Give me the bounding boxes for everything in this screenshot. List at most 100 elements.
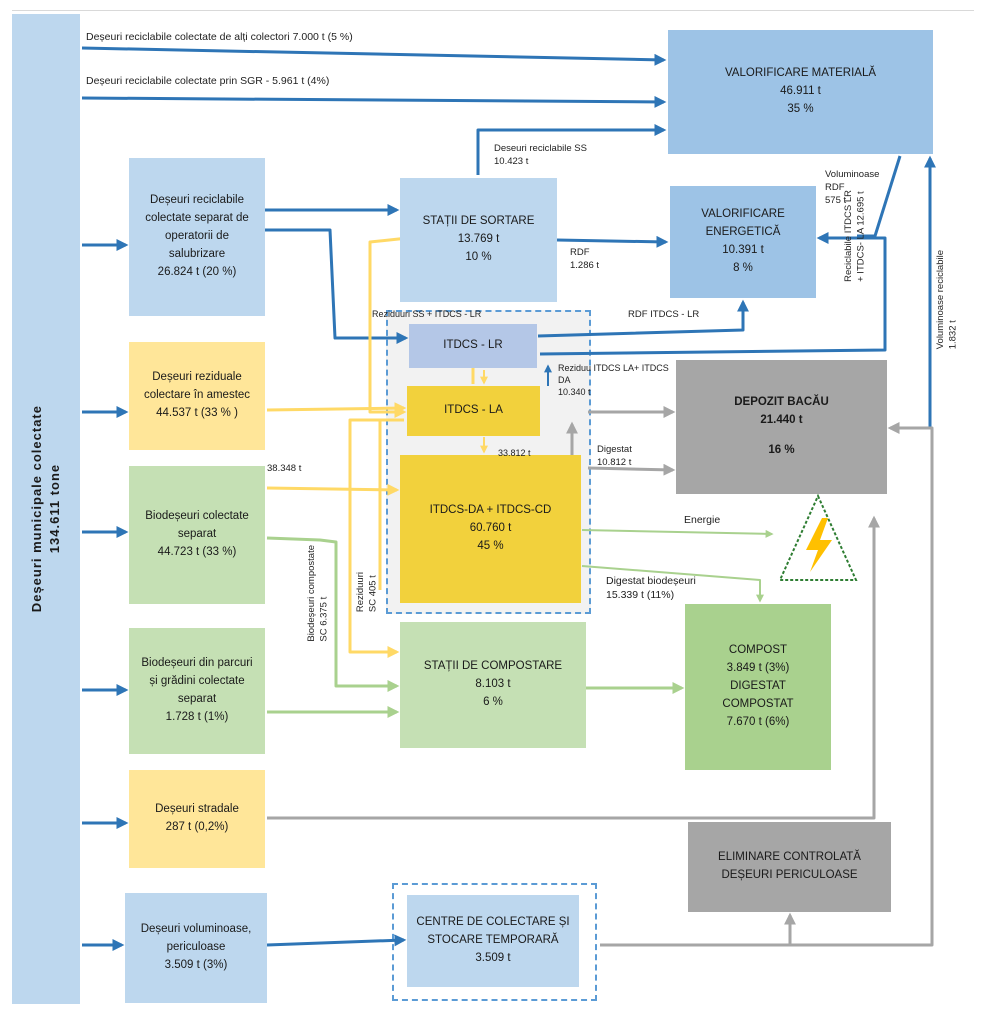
- box-line: colectate separat de: [145, 212, 249, 225]
- label-line: 10.340 t: [558, 387, 591, 398]
- box-park-biowaste: Biodeșeuri din parcuri și grădini colect…: [129, 628, 265, 754]
- box-line: colectare în amestec: [143, 389, 251, 402]
- box-sorting-stations: STAȚII DE SORTARE 13.769 t 10 %: [400, 178, 557, 302]
- box-itdcs-la: ITDCS - LA: [407, 386, 540, 436]
- label-line: SC 405 t: [367, 575, 379, 613]
- box-line: separat: [177, 528, 217, 541]
- box-line: 16 %: [768, 443, 795, 456]
- box-hazardous-disposal: ELIMINARE CONTROLATĂ DEȘEURI PERICULOASE: [688, 822, 891, 912]
- flow-arrow-13: [556, 235, 669, 248]
- box-line: VALORIFICARE: [701, 208, 785, 221]
- label-residues-ss: Reziduuri SS + ITDCS - LR: [372, 309, 482, 319]
- flow-arrow-17: [857, 155, 902, 238]
- box-line: COMPOSTAT: [722, 697, 794, 710]
- label-flow-38: 38.348 t: [267, 463, 302, 474]
- box-line: 21.440 t: [760, 414, 803, 427]
- box-line: Deșeuri reziduale: [152, 371, 242, 384]
- box-line: 60.760 t: [469, 522, 512, 535]
- label-line: Voluminoase: [825, 169, 880, 180]
- label-line: DA: [558, 375, 571, 386]
- collected-title: Deșeuri municipale colectate: [28, 405, 44, 613]
- label-other-collectors: Deșeuri reciclabile colectate de alți co…: [86, 31, 353, 43]
- box-bulky-hazardous: Deșeuri voluminoase, periculoase 3.509 t…: [125, 893, 267, 1003]
- box-line: ITDCS-DA + ITDCS-CD: [429, 504, 552, 517]
- box-composting-stations: STAȚII DE COMPOSTARE 8.103 t 6 %: [400, 622, 586, 748]
- box-line: 44.537 t (33 % ): [156, 406, 238, 419]
- box-line: Deșeuri reciclabile: [150, 194, 244, 207]
- box-line: STAȚII DE SORTARE: [422, 215, 535, 228]
- box-line: 3.509 t (3%): [164, 958, 228, 971]
- box-line: 1.728 t (1%): [165, 710, 229, 723]
- box-line: COMPOST: [728, 644, 788, 657]
- label-biocompost-sc: Biodeșeuri compostate SC 6.375 t: [306, 545, 331, 642]
- label-line: Reciclabile ITDCS LR: [843, 190, 854, 282]
- label-digestate: Digestat 10.812 t: [597, 444, 632, 470]
- box-line: 7.670 t (6%): [726, 715, 790, 728]
- label-line: 15.339 t (11%): [606, 589, 675, 602]
- label-line: RDF: [570, 247, 590, 258]
- collected-waste-bar: Deșeuri municipale colectate 134.611 ton…: [12, 14, 80, 1004]
- box-line: 35 %: [787, 102, 814, 115]
- flow-arrow-30: [581, 565, 764, 603]
- label-ss-recyclables: Deseuri reciclabile SS 10.423 t: [494, 143, 587, 169]
- box-line: Deșeuri voluminoase,: [140, 923, 252, 936]
- box-line: VALORIFICARE MATERIALĂ: [724, 67, 877, 80]
- box-residual-waste: Deșeuri reziduale colectare în amestec 4…: [129, 342, 265, 450]
- collected-total: 134.611 tone: [47, 464, 62, 554]
- box-collection-centres: CENTRE DE COLECTARE ȘI STOCARE TEMPORARĂ…: [407, 895, 579, 987]
- label-rdf-itdcs: RDF ITDCS - LR: [628, 309, 700, 320]
- box-line: DEȘEURI PERICULOASE: [721, 869, 858, 881]
- label-recyclables-itdcs: Reciclabile ITDCS LR + ITDCS- LA 12.695 …: [843, 190, 868, 282]
- label-line: Reziduuri: [355, 572, 366, 613]
- label-line: Voluminoase reciclabile: [935, 250, 946, 350]
- box-line: 287 t (0,2%): [165, 821, 229, 833]
- box-line: ENERGETICĂ: [705, 226, 781, 239]
- box-line: Biodeșeuri din parcuri: [141, 657, 253, 670]
- flow-arrow-33: [587, 463, 676, 476]
- label-line: RDF: [825, 181, 845, 193]
- label-line: Digestat biodeșeuri: [606, 575, 696, 587]
- box-material-recovery: VALORIFICARE MATERIALĂ 46.911 t 35 %: [668, 30, 933, 154]
- label-line: 1.286 t: [570, 259, 600, 271]
- label-line: Reziduu ITDCS LA+ ITDCS: [558, 363, 669, 373]
- box-line: ITDCS - LA: [444, 404, 503, 417]
- label-bulky-rdf: Voluminoase RDF 575 t: [825, 169, 879, 207]
- box-energy-recovery: VALORIFICARE ENERGETICĂ 10.391 t 8 %: [670, 186, 816, 298]
- box-line: 8.103 t: [475, 678, 511, 691]
- label-bulky-recyclables: Voluminoase reciclabile 1.832 t: [935, 250, 960, 349]
- box-line: periculoase: [166, 941, 226, 954]
- box-street-waste: Deșeuri stradale 287 t (0,2%): [129, 770, 265, 868]
- flow-arrow-14: [537, 299, 749, 338]
- label-line: Biodeșeuri compostate: [306, 545, 317, 642]
- label-flow-33: 33.812 t: [498, 448, 531, 458]
- box-line: ITDCS - LR: [443, 339, 503, 352]
- label-bio-digestate: Digestat biodeșeuri 15.339 t (11%): [606, 574, 696, 602]
- box-line: 45 %: [477, 539, 504, 552]
- flow-arrow-1: [81, 46, 667, 66]
- box-itdcs-lr: ITDCS - LR: [409, 324, 537, 368]
- label-line: + ITDCS- LA 12.695 t: [855, 191, 867, 282]
- box-line: 10 %: [465, 250, 492, 263]
- box-line: DIGESTAT: [730, 680, 786, 693]
- flow-arrow-36: [600, 422, 934, 947]
- label-line: Digestat: [597, 444, 632, 455]
- label-line: 575 t: [825, 194, 847, 206]
- flow-arrow-26: [348, 418, 404, 658]
- box-line: 46.911 t: [780, 85, 821, 98]
- energy-lightning-icon: [778, 493, 858, 581]
- label-line: SC 6.375 t: [318, 596, 330, 642]
- flow-arrow-12: [476, 124, 667, 175]
- flow-arrow-2: [81, 95, 667, 108]
- flow-arrow-11: [266, 934, 407, 947]
- box-line: DEPOZIT BACĂU: [734, 396, 829, 409]
- box-line: salubrizare: [168, 247, 226, 260]
- box-line: 3.849 t (3%): [726, 662, 790, 675]
- box-recyclables-operators: Deșeuri reciclabile colectate separat de…: [129, 158, 265, 316]
- box-line: STOCARE TEMPORARĂ: [427, 934, 559, 947]
- label-line: 10.423 t: [494, 155, 529, 167]
- flow-arrow-35: [267, 515, 880, 820]
- flow-arrow-31: [581, 529, 774, 538]
- box-line: 8 %: [733, 261, 753, 274]
- box-line: 13.769 t: [457, 233, 500, 246]
